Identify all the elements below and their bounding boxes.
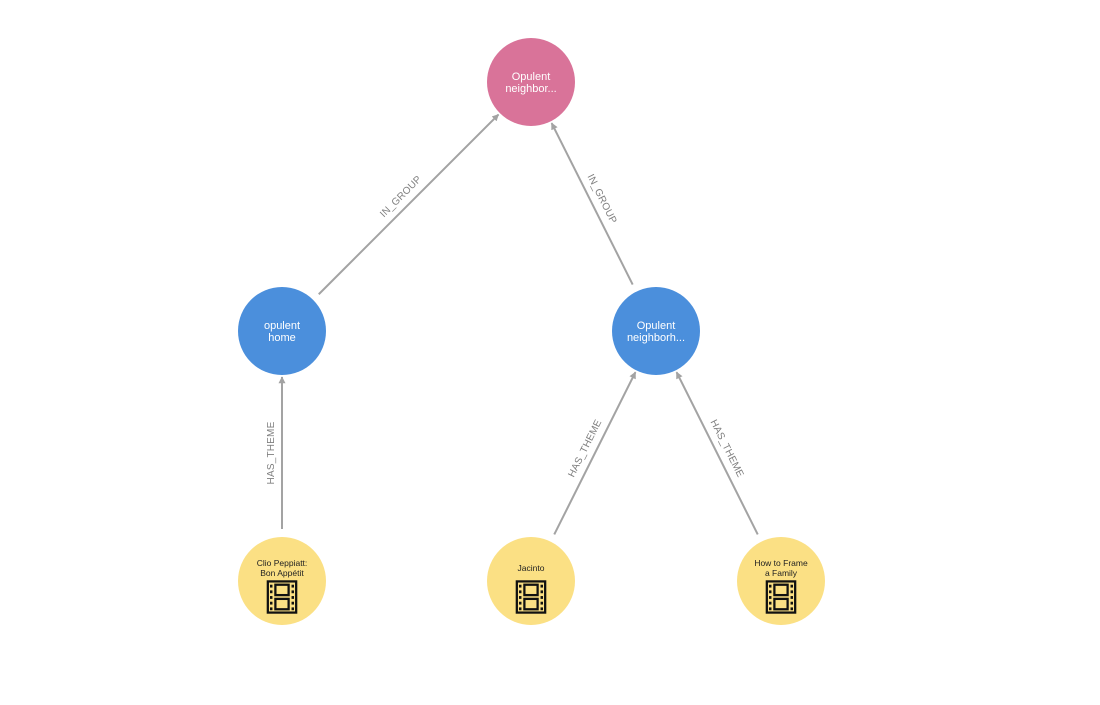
edge-in-group[interactable]: IN_GROUP (550, 122, 634, 285)
node-label: opulent (264, 320, 300, 332)
node-label: Opulent (637, 320, 676, 332)
node-label: Jacinto (518, 563, 545, 573)
node-theme-theme-neigh[interactable]: Opulentneighborh... (612, 287, 700, 375)
node-circle[interactable] (612, 287, 700, 375)
edge-line[interactable] (318, 113, 500, 295)
node-label: How to Frame (754, 558, 808, 568)
node-label: neighbor... (505, 83, 556, 95)
node-label: Clio Peppiatt: (257, 558, 308, 568)
edge-line[interactable] (550, 122, 634, 285)
node-label: neighborh... (627, 332, 685, 344)
edge-line[interactable] (675, 371, 759, 535)
edge-line[interactable] (553, 371, 637, 535)
node-circle[interactable] (487, 38, 575, 126)
node-label: Bon Appétit (260, 568, 304, 578)
node-movie-movie-clio[interactable]: Clio Peppiatt:Bon Appétit (238, 537, 326, 625)
edge-label: HAS_THEME (266, 421, 277, 484)
node-movie-movie-jacinto[interactable]: Jacinto (487, 537, 575, 625)
edge-has-theme[interactable]: HAS_THEME (553, 371, 637, 535)
edge-has-theme[interactable]: HAS_THEME (266, 376, 286, 529)
edge-has-theme[interactable]: HAS_THEME (675, 371, 759, 535)
node-label: Opulent (512, 71, 551, 83)
node-circle[interactable] (238, 287, 326, 375)
node-label: home (268, 332, 296, 344)
node-group-group[interactable]: Opulentneighbor... (487, 38, 575, 126)
nodes-layer: Opulentneighbor...opulenthomeOpulentneig… (238, 38, 825, 625)
edge-in-group[interactable]: IN_GROUP (318, 113, 500, 295)
node-label: a Family (765, 568, 798, 578)
